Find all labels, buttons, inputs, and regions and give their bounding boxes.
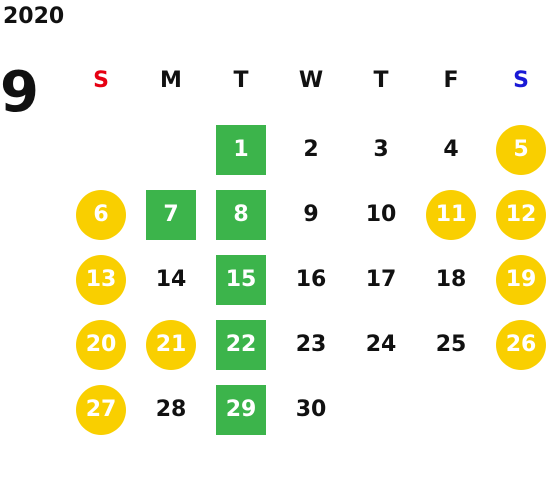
day-cell-5: 5 (496, 125, 546, 175)
weekday-wednesday: W (298, 68, 324, 93)
weekday-monday: M (160, 68, 182, 93)
day-cell-13: 13 (76, 255, 126, 305)
day-cell-30: 30 (295, 397, 327, 422)
weekday-friday: F (443, 68, 459, 93)
day-cell-24: 24 (365, 332, 397, 357)
day-cell-29: 29 (216, 385, 266, 435)
day-cell-1: 1 (216, 125, 266, 175)
day-cell-18: 18 (435, 267, 467, 292)
day-cell-20: 20 (76, 320, 126, 370)
day-cell-11: 11 (426, 190, 476, 240)
day-cell-21: 21 (146, 320, 196, 370)
day-cell-27: 27 (76, 385, 126, 435)
day-cell-9: 9 (303, 202, 319, 227)
day-cell-4: 4 (443, 137, 459, 162)
weekday-sunday: S (93, 68, 109, 93)
day-cell-17: 17 (365, 267, 397, 292)
weekday-tuesday: T (233, 68, 249, 93)
day-cell-7: 7 (146, 190, 196, 240)
day-cell-26: 26 (496, 320, 546, 370)
day-cell-15: 15 (216, 255, 266, 305)
day-cell-19: 19 (496, 255, 546, 305)
day-cell-6: 6 (76, 190, 126, 240)
day-cell-23: 23 (295, 332, 327, 357)
day-cell-8: 8 (216, 190, 266, 240)
day-cell-25: 25 (435, 332, 467, 357)
day-cell-28: 28 (155, 397, 187, 422)
day-cell-10: 10 (365, 202, 397, 227)
day-cell-14: 14 (155, 267, 187, 292)
day-cell-16: 16 (295, 267, 327, 292)
day-cell-3: 3 (373, 137, 389, 162)
month-number: 9 (0, 60, 39, 125)
day-cell-2: 2 (303, 137, 319, 162)
weekday-thursday: T (373, 68, 389, 93)
day-cell-12: 12 (496, 190, 546, 240)
day-cell-22: 22 (216, 320, 266, 370)
weekday-saturday: S (513, 68, 529, 93)
year-label: 2020 (3, 4, 65, 29)
